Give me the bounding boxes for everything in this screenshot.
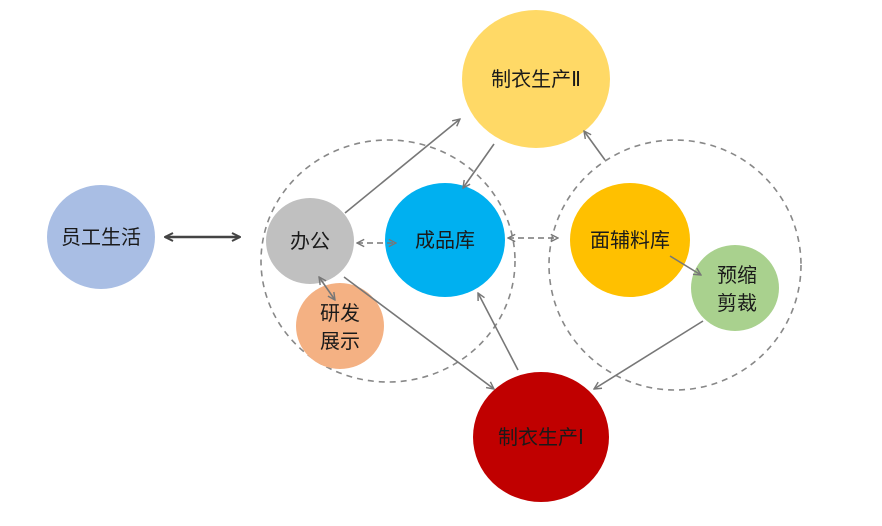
node-finished-goods-label: 成品库 [415, 228, 475, 252]
node-production-2 [462, 10, 610, 148]
node-office [266, 198, 354, 284]
node-preshrink-label-1: 预缩 [717, 263, 757, 287]
arrow-production2-finished [463, 143, 495, 188]
node-rnd-label-1: 研发 [320, 301, 360, 325]
left-zone-dashed-circle [260, 139, 516, 383]
node-staff-life [47, 185, 155, 289]
arrow-zone-production2 [584, 131, 606, 161]
node-materials-label: 面辅料库 [590, 228, 670, 252]
node-finished-goods [385, 183, 505, 297]
node-materials [570, 183, 690, 297]
right-zone-dashed-circle [548, 139, 802, 391]
node-rnd-label-2: 展示 [320, 329, 360, 353]
node-production-1 [473, 372, 609, 502]
arrow-office-production1 [343, 276, 494, 389]
arrow-production1-finished [478, 293, 519, 371]
arrow-materials-preshrink [669, 255, 701, 275]
node-preshrink-label-2: 剪裁 [717, 291, 757, 315]
node-preshrink [691, 245, 779, 331]
arrow-preshrink-production1 [594, 320, 704, 389]
node-production-1-label: 制衣生产Ⅰ [498, 425, 584, 449]
node-office-label: 办公 [290, 229, 330, 253]
arrow-office-production2 [344, 119, 460, 214]
node-production-2-label: 制衣生产Ⅱ [491, 67, 581, 91]
node-staff-life-label: 员工生活 [61, 225, 141, 249]
arrow-office-rnd [319, 277, 335, 300]
node-rnd [296, 283, 384, 369]
arrows [165, 119, 704, 389]
